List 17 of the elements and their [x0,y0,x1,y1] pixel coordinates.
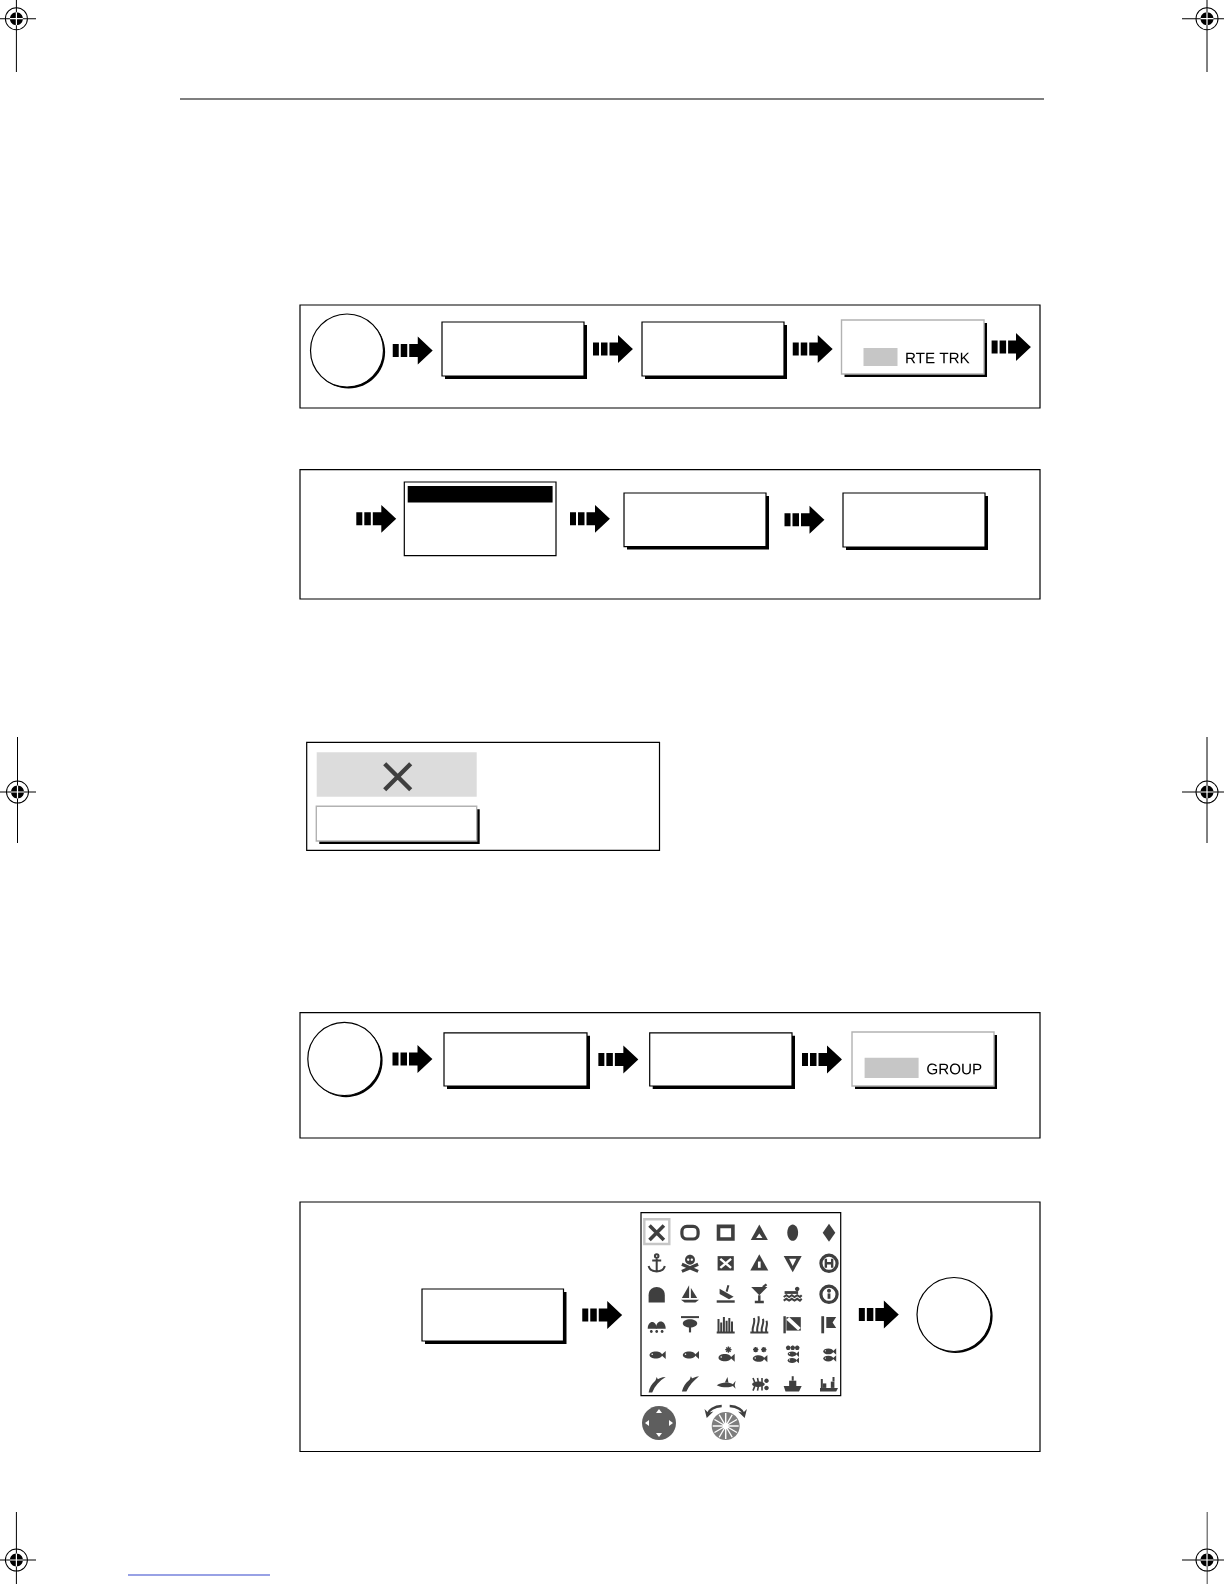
softkey-box [443,1032,590,1089]
softkey-box [641,321,787,379]
softkey-box [649,1032,795,1089]
panel-frame [306,741,661,851]
softkey-box [441,321,587,379]
round-key [307,1021,383,1098]
softkey-box [623,492,769,550]
round-key [916,1276,993,1354]
softkey-box: RTE TRK [840,319,987,377]
panel-frame [299,1201,1041,1453]
panel-frame [299,469,1041,600]
panel-frame [299,1012,1041,1139]
softkey-box [842,492,988,550]
softkey-box [421,1288,567,1344]
panel-frame [299,304,1041,409]
softkey-box [315,805,480,844]
round-key [309,313,386,389]
